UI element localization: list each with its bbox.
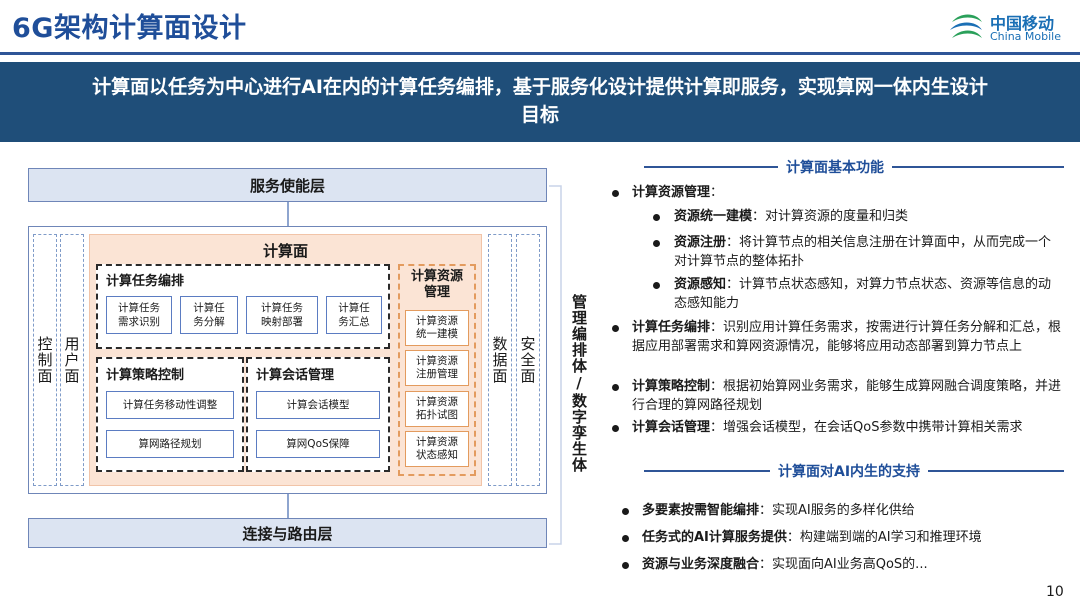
connection-routing-layer-label: 连接与路由层 [242,524,333,543]
bullet-awareness: 资源感知：计算节点状态感知，对算力节点状态、资源等信息的动态感知能力 [674,275,1064,313]
service-enable-layer: 服务使能层 [28,168,547,202]
bullet-dot [622,562,629,569]
bullet-head: 任务式的AI计算服务提供 [642,530,787,545]
bullet-head: 资源注册 [674,235,727,250]
page-title: 6G架构计算面设计 [12,13,247,44]
task-orchestration-title: 计算任务编排 [106,274,185,289]
bullet-dot [622,535,629,542]
banner-line-2: 目标 [520,104,559,126]
bullet-session-management: 计算会话管理：增强会话模型，在会话QoS参数中携带计算相关需求 [632,418,1064,437]
task-aggregation: 计算任 务汇总 [326,296,382,334]
bullet-head: 资源与业务深度融合 [642,557,760,572]
data-plane: 数据面 [488,234,512,486]
bullet-dot [622,508,629,515]
resource-state-awareness: 计算资源 状态感知 [405,431,469,467]
control-plane-label: 控制面 [35,336,54,384]
task-demand-identification: 计算任务 需求识别 [106,296,172,334]
management-twin-label: 管理编排体/数字孪生体 [570,294,588,473]
section2-title: 计算面对AI内生的支持 [770,461,929,481]
bullet-dot [653,282,660,289]
bullet-text: ：计算节点状态感知，对算力节点状态、资源等信息的动态感知能力 [674,277,1052,311]
bullet-dot [653,214,660,221]
bullet-task-orchestration: 计算任务编排：识别应用计算任务需求，按需进行计算任务分解和汇总，根据应用部署需求… [632,318,1064,356]
china-mobile-logo-icon [950,14,982,38]
connector-top [287,202,289,226]
bullet-head: 计算任务编排 [632,320,711,335]
resource-unified-modeling: 计算资源 统一建模 [405,310,469,346]
bullet-text: ：识别应用计算任务需求，按需进行计算任务分解和汇总，根据应用部署需求和算网资源情… [632,320,1062,354]
logo-text-cn: 中国移动 [990,14,1055,33]
bullet-dot [612,190,619,197]
title-divider [0,52,1080,55]
bullet-head: 资源统一建模 [674,209,753,224]
section1-title: 计算面基本功能 [778,157,892,177]
resource-topology-view: 计算资源 拓扑试图 [405,391,469,427]
bullet-head: 多要素按需智能编排 [642,503,760,518]
bullet-dot [612,425,619,432]
bullet-text: ：增强会话模型，在会话QoS参数中携带计算相关需求 [710,420,1023,435]
strategy-control-title: 计算策略控制 [106,368,185,383]
logo-text-en: China Mobile [990,30,1062,43]
bullet-dot [612,325,619,332]
control-plane: 控制面 [33,234,57,486]
compute-plane-title: 计算面 [262,242,308,260]
resource-management-title: 计算资源 管理 [410,269,463,300]
security-plane-label: 安全面 [518,336,537,384]
bullet-resource-service-fusion: 资源与业务深度融合：实现面向AI业务高QoS的... [642,555,1062,574]
bullet-text: ：根据初始算网业务需求，能够生成算网融合调度策略，并进行合理的算网路径规划 [632,379,1062,413]
data-plane-label: 数据面 [490,336,509,384]
bullet-head: 计算策略控制 [632,379,711,394]
task-decomposition: 计算任 务分解 [180,296,238,334]
connector-bottom [287,494,289,518]
network-path-planning: 算网路径规划 [106,430,234,458]
management-bracket [549,185,562,545]
bullet-dot [612,384,619,391]
banner-line-1: 计算面以任务为中心进行AI在内的计算任务编排，基于服务化设计提供计算即服务，实现… [92,76,988,98]
bullet-registration: 资源注册：将计算节点的相关信息注册在计算面中，从而完成一个对计算节点的整体拓扑 [674,233,1064,271]
bullet-head: 资源感知 [674,277,727,292]
session-model: 计算会话模型 [256,391,380,419]
user-plane: 用户面 [60,234,84,486]
bullet-resource-management: 计算资源管理： [632,183,1062,202]
bullet-head: 计算会话管理 [632,420,711,435]
bullet-strategy-control: 计算策略控制：根据初始算网业务需求，能够生成算网融合调度策略，并进行合理的算网路… [632,377,1064,415]
summary-banner: 计算面以任务为中心进行AI在内的计算任务编排，基于服务化设计提供计算即服务，实现… [0,62,1080,142]
connection-routing-layer: 连接与路由层 [28,518,547,548]
bullet-text: ： [710,185,724,200]
china-mobile-logo: 中国移动 China Mobile [946,8,1066,48]
security-plane: 安全面 [516,234,540,486]
bullet-text: ：实现面向AI业务高QoS的... [759,557,928,572]
page-number: 10 [1046,584,1064,600]
network-qos-guarantee: 算网QoS保障 [256,430,380,458]
resource-registration: 计算资源 注册管理 [405,350,469,386]
service-enable-layer-label: 服务使能层 [249,176,325,195]
bullet-unified-modeling: 资源统一建模：对计算资源的度量和归类 [674,207,1064,226]
task-mapping-deployment: 计算任务 映射部署 [246,296,318,334]
bullet-text: ：构建端到端的AI学习和推理环境 [786,530,982,545]
bullet-dot [653,240,660,247]
bullet-text: ：对计算资源的度量和归类 [752,209,909,224]
bullet-ai-compute-service: 任务式的AI计算服务提供：构建端到端的AI学习和推理环境 [642,528,1062,547]
bullet-intelligent-orchestration: 多要素按需智能编排：实现AI服务的多样化供给 [642,501,1062,520]
bullet-text: ：将计算节点的相关信息注册在计算面中，从而完成一个对计算节点的整体拓扑 [674,235,1052,269]
session-management-title: 计算会话管理 [256,368,335,383]
task-mobility-adjustment: 计算任务移动性调整 [106,391,234,419]
user-plane-label: 用户面 [62,336,81,384]
bullet-text: ：实现AI服务的多样化供给 [759,503,915,518]
bullet-head: 计算资源管理 [632,185,711,200]
